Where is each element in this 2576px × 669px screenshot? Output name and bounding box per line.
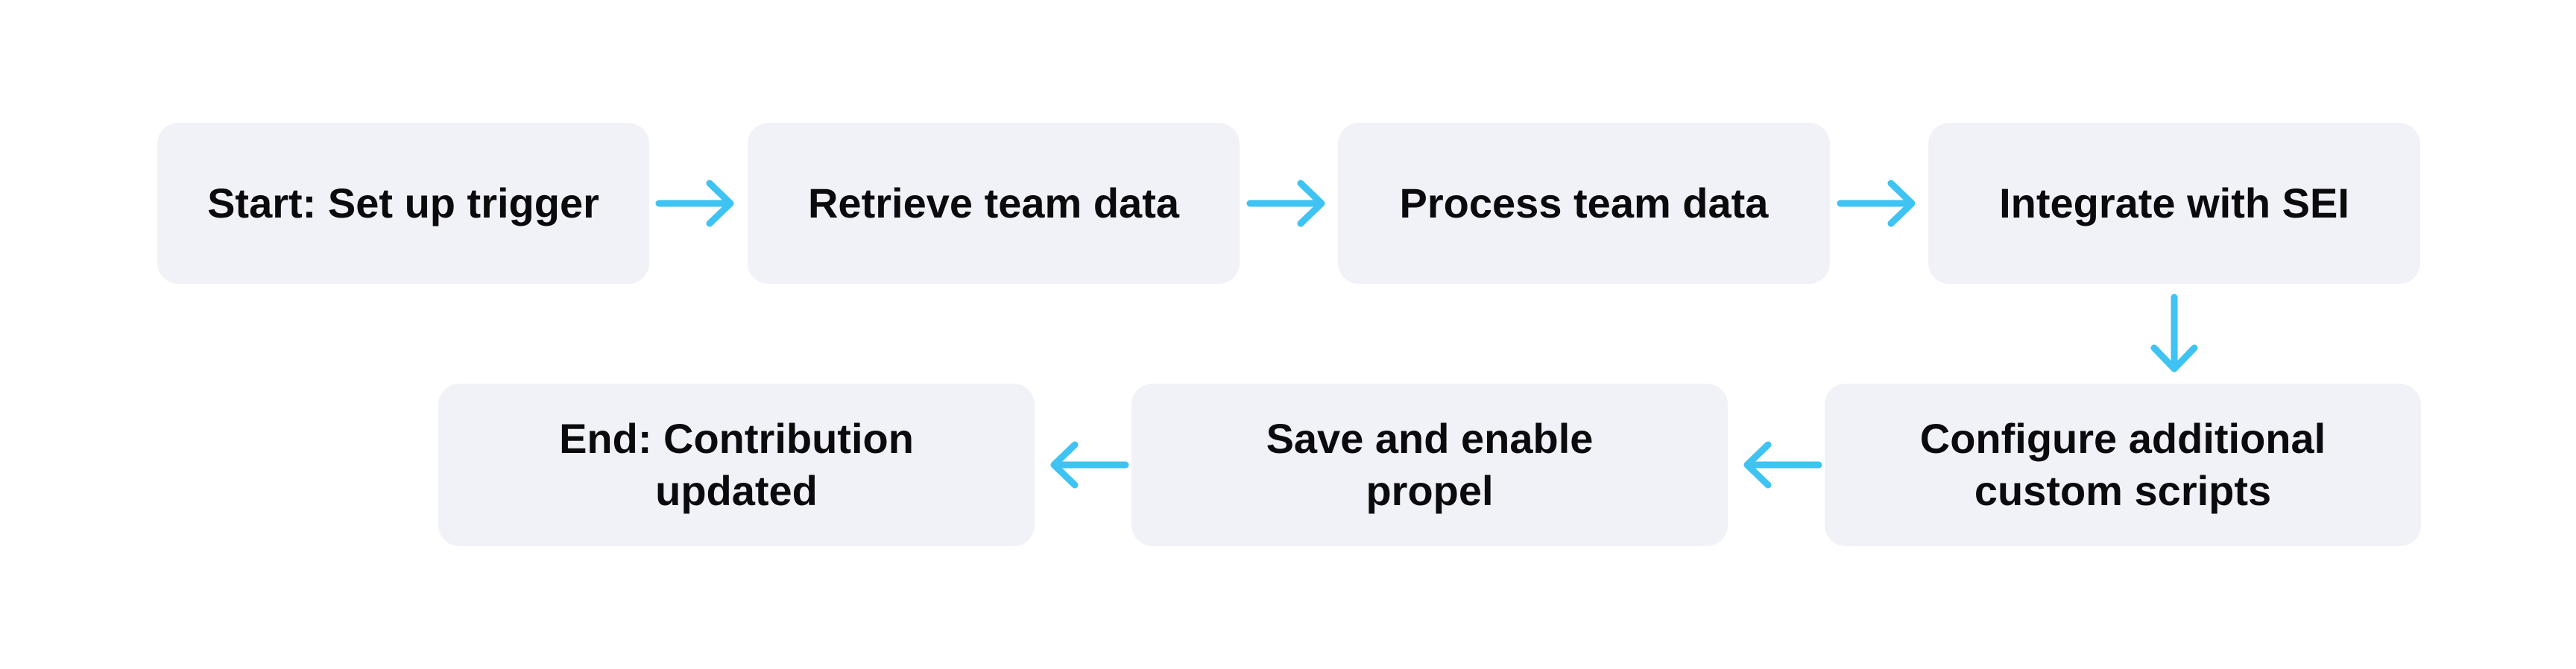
arrow-left-save-to-end-icon bbox=[1050, 441, 1129, 489]
flow-node-save-and-enable-propel: Save and enable propel bbox=[1131, 384, 1728, 546]
arrow-right-process-to-integrate-icon bbox=[1837, 180, 1916, 227]
arrow-right-start-to-retrieve-icon bbox=[655, 180, 734, 227]
flow-node-end-label-line1: End: Contribution bbox=[559, 415, 914, 462]
flow-node-configure-label-line2: custom scripts bbox=[1974, 467, 2272, 514]
arrow-down-integrate-to-configure-icon bbox=[2150, 294, 2198, 372]
flow-node-start: Start: Set up trigger bbox=[157, 123, 649, 284]
flow-node-integrate-with-sei: Integrate with SEI bbox=[1928, 123, 2420, 284]
arrow-left-configure-to-save-icon bbox=[1743, 441, 1822, 489]
flow-node-configure-custom-scripts: Configure additional custom scripts bbox=[1825, 384, 2421, 546]
flow-node-save-label-line1: Save and enable bbox=[1266, 415, 1594, 462]
flow-node-retrieve-label: Retrieve team data bbox=[807, 180, 1179, 226]
flow-node-end: End: Contribution updated bbox=[438, 384, 1035, 546]
flow-node-process-team-data: Process team data bbox=[1338, 123, 1830, 284]
arrow-right-retrieve-to-process-icon bbox=[1246, 180, 1325, 227]
flow-node-start-label: Start: Set up trigger bbox=[207, 180, 599, 226]
flow-node-end-label-line2: updated bbox=[655, 467, 818, 514]
flow-node-retrieve-team-data: Retrieve team data bbox=[748, 123, 1240, 284]
flow-node-save-label-line2: propel bbox=[1366, 467, 1494, 514]
flow-node-process-label: Process team data bbox=[1399, 180, 1769, 226]
flow-node-configure-label-line1: Configure additional bbox=[1919, 415, 2326, 462]
flow-node-integrate-label: Integrate with SEI bbox=[1999, 180, 2349, 226]
